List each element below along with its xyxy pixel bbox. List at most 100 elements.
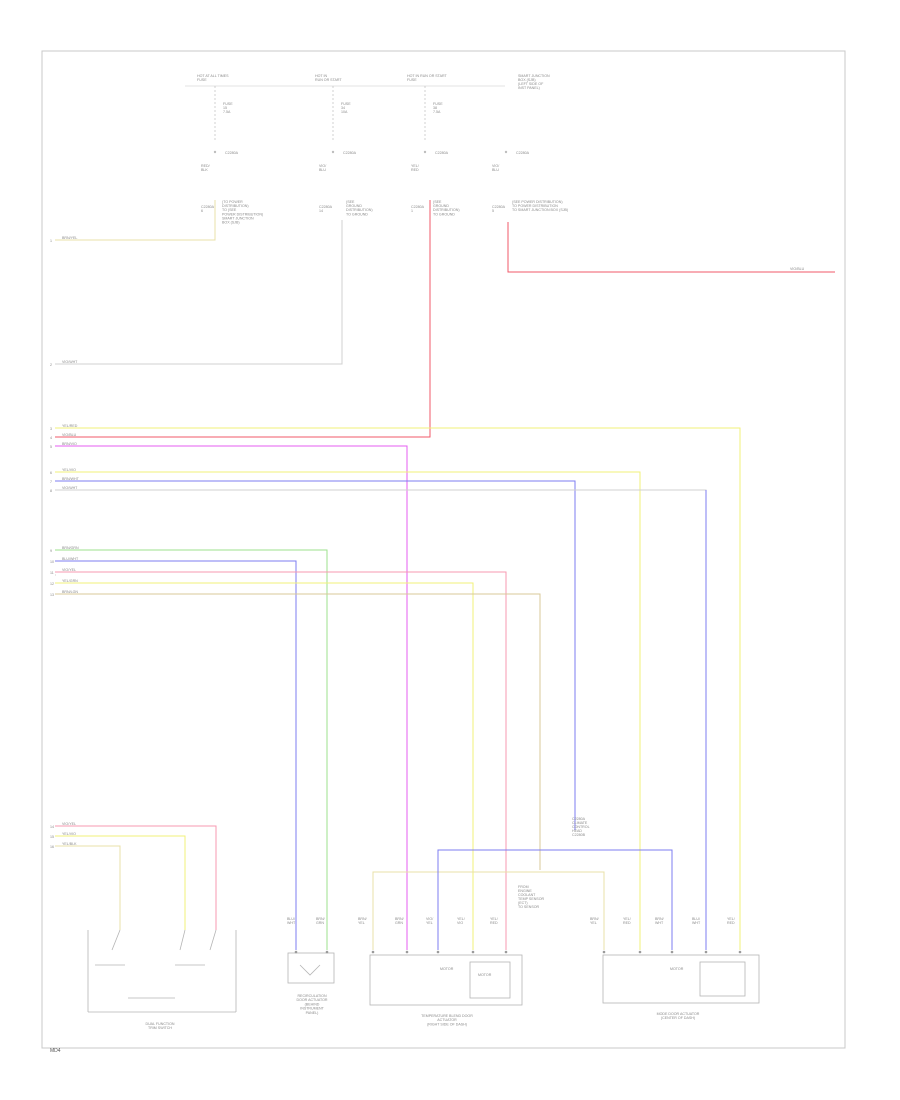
module-pin	[638, 950, 642, 954]
bottom-wire-tag: BRN/YEL	[358, 917, 367, 925]
left-wire-label: YEL/VIO	[62, 468, 76, 472]
left-pin-number: 10	[50, 560, 54, 564]
left-pin-number: 9	[50, 549, 52, 553]
right-tag: VIO/BLU	[790, 267, 805, 271]
wire-yel-red	[55, 200, 431, 438]
pin-group-label: YEL/RED	[411, 164, 419, 172]
connector-pin	[331, 150, 335, 154]
temp-actuator-body	[369, 954, 523, 1006]
left-wire-label: YEL/GRN	[62, 579, 78, 583]
wire-yellow-temp	[55, 582, 474, 950]
left-wire-label: BRN/WHT	[62, 477, 80, 481]
module-pin	[704, 950, 708, 954]
module-pin	[504, 950, 508, 954]
module-pin	[405, 950, 409, 954]
wire-blue-loop	[437, 849, 673, 950]
left-wire-label: YEL/BLK	[62, 842, 77, 846]
left-wire-label: BRN/VIO	[62, 442, 77, 446]
wire-brn-yel	[55, 200, 216, 241]
wire-violet	[55, 445, 408, 950]
left-wire-label: YEL/RED	[62, 424, 78, 428]
mode-actuator-motor	[699, 961, 746, 997]
module-pin	[325, 950, 329, 954]
left-pin-number: 3	[50, 427, 52, 431]
pin-group-label: VIO/BLU	[492, 164, 499, 172]
components	[87, 85, 760, 1013]
left-pin-number: 13	[50, 593, 54, 597]
left-pin-number: 4	[50, 436, 52, 440]
bottom-wire-tag: YEL/RED	[623, 917, 631, 925]
connector-label: C2280A	[435, 151, 449, 155]
left-wire-label: BRN/YEL	[62, 236, 77, 240]
motor-label: MOTOR	[440, 967, 454, 971]
motor-label: MOTOR	[478, 973, 492, 977]
left-wire-label: BRN/GRN	[62, 546, 79, 550]
left-pin-number: 15	[50, 835, 54, 839]
wire-blue-481	[55, 480, 576, 830]
wire-switch-pink	[55, 825, 217, 930]
connector-pin	[213, 150, 217, 154]
bottom-wire-tag: BRN/GRN	[395, 917, 404, 925]
left-wire-label: VIO/WHT	[62, 360, 78, 364]
wire-switch-yellow	[55, 835, 186, 930]
wire-sjb-right	[507, 222, 835, 273]
wires	[55, 200, 835, 950]
mode-actuator-body	[602, 954, 760, 1004]
left-pin-number: 1	[50, 239, 52, 243]
trim-switch-body	[87, 930, 237, 1013]
left-wire-label: VIO/YEL	[62, 568, 76, 572]
left-wire-label: VIO/WHT	[62, 486, 78, 490]
left-wire-label: BRN/LGN	[62, 590, 78, 594]
left-pin-number: 6	[50, 471, 52, 475]
recirc-actuator-body	[287, 952, 335, 984]
module-pin	[471, 950, 475, 954]
bottom-wire-tag: YEL/RED	[490, 917, 498, 925]
module-pin	[294, 950, 298, 954]
wire-olive-loop	[372, 871, 605, 950]
wire-pink	[55, 571, 507, 950]
module-pin	[602, 950, 606, 954]
wire-switch-olive	[55, 845, 121, 930]
left-pin-number: 2	[50, 363, 52, 367]
pin-group-label: RED/BLK	[201, 164, 210, 172]
reference-code: MD4	[50, 1048, 61, 1054]
left-pin-number: 11	[50, 571, 54, 575]
module-pin	[371, 950, 375, 954]
module-label: MODE DOOR ACTUATOR(CENTER OF DASH)	[657, 1012, 700, 1020]
module-pin	[738, 950, 742, 954]
bottom-wire-tag: BRN/WHT	[655, 917, 664, 925]
bottom-wire-tag: BLU/WHT	[692, 917, 701, 925]
left-pin-number: 12	[50, 582, 54, 586]
left-pin-number: 14	[50, 825, 54, 829]
wire-gray-490	[55, 489, 707, 950]
left-pin-number: 8	[50, 489, 52, 493]
left-wire-label: VIO/BLU	[62, 433, 77, 437]
module-pin	[670, 950, 674, 954]
bottom-wire-tag: YEL/RED	[727, 917, 735, 925]
left-wire-label: BLU/WHT	[62, 557, 79, 561]
wire-vio-blu-top	[55, 220, 343, 365]
left-pin-number: 7	[50, 480, 52, 484]
left-wire-label: VIO/YEL	[62, 822, 76, 826]
connector-pin	[423, 150, 427, 154]
